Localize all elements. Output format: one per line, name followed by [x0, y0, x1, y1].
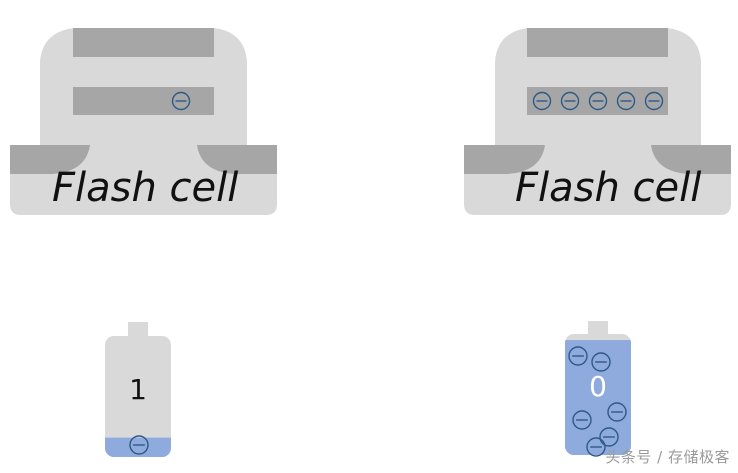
cell-left-control-gate [73, 28, 214, 57]
battery-left-body [105, 336, 171, 457]
cell-right-drain [651, 145, 731, 174]
electron-icon [129, 435, 149, 455]
battery-right-terminal [588, 321, 608, 337]
cell-left-drain [197, 145, 277, 174]
battery-left [105, 322, 171, 457]
watermark: 头条号 / 存储极客 [605, 448, 730, 466]
battery-left-charge-level [105, 437, 171, 457]
electron-icon [599, 427, 619, 447]
electron-icon [616, 91, 636, 111]
battery-left-terminal [128, 322, 148, 338]
flash-cell-right [464, 28, 731, 215]
battery-right-charge-level [565, 340, 631, 455]
battery-right-value: 0 [589, 370, 607, 403]
electron-icon [171, 91, 191, 111]
electron-icon [607, 402, 627, 422]
flash-cell-left [10, 28, 277, 215]
cell-left-electrons [171, 91, 191, 111]
cell-left-source [10, 145, 90, 174]
battery-left-electrons [129, 435, 149, 455]
electron-icon [588, 91, 608, 111]
cell-left-label: Flash cell [52, 165, 239, 211]
cell-right-control-gate [527, 28, 668, 57]
electron-icon [591, 352, 611, 372]
cell-left-floating-gate [73, 87, 214, 115]
electron-icon [572, 410, 592, 430]
electron-icon [644, 91, 664, 111]
battery-left-value: 1 [129, 373, 147, 406]
battery-right [565, 321, 631, 457]
electron-icon [560, 91, 580, 111]
electron-icon [532, 91, 552, 111]
electron-icon [586, 437, 606, 457]
battery-right-electrons [568, 346, 627, 457]
cell-right-source [464, 145, 545, 174]
cell-right-label: Flash cell [515, 165, 702, 211]
electron-icon [568, 346, 588, 366]
cell-right-electrons [532, 91, 664, 111]
